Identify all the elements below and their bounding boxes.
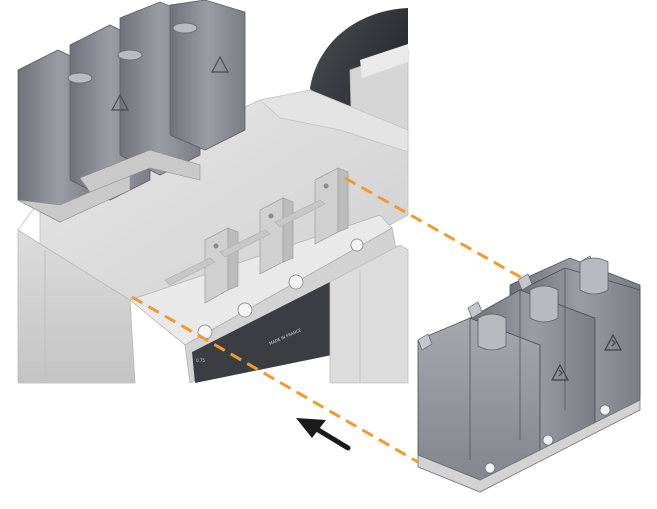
electrical-hazard-icon (111, 55, 229, 111)
guide-line-bottom (131, 295, 419, 464)
cover-sleeves (477, 257, 609, 351)
assembly-arrow-icon (296, 418, 351, 451)
terminal-cover-part (417, 255, 641, 493)
guide-line-top (344, 176, 523, 280)
installed-terminal-covers (17, 0, 246, 223)
cover-base (417, 399, 641, 493)
breaker-front-face (17, 229, 136, 384)
alignment-guide-lines (131, 176, 523, 464)
dark-label-panel (192, 282, 332, 383)
rating-label: 0.75 (196, 358, 205, 363)
breaker-body: MADE IN FRANCE 0.75 (17, 0, 409, 384)
electrical-hazard-icon (551, 333, 622, 381)
terminal-lugs (204, 167, 349, 304)
terminal-slots (164, 199, 326, 286)
